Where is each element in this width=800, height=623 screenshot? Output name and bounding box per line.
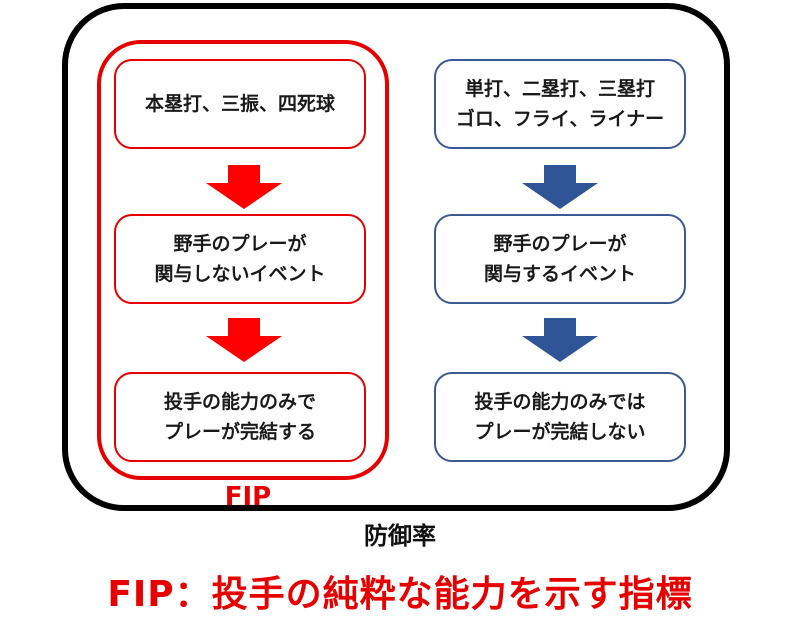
fip-step-no-fielder: 野手のプレーが 関与しないイベント	[114, 214, 366, 304]
step-text: 単打、二塁打、三塁打	[464, 78, 655, 100]
arrow-down-icon	[522, 165, 598, 209]
step-text: ゴロ、フライ、ライナー	[455, 108, 665, 130]
era-label: 防御率	[364, 522, 436, 550]
fip-step-events: 本塁打、三振、四死球	[114, 59, 366, 149]
arrow-down-icon	[522, 318, 598, 362]
arrow-down-icon	[206, 165, 282, 209]
era-step-events: 単打、二塁打、三塁打 ゴロ、フライ、ライナー	[434, 59, 686, 149]
era-step-fielder: 野手のプレーが 関与するイベント	[434, 214, 686, 304]
step-text: 投手の能力のみで	[163, 391, 316, 413]
step-text: プレーが完結しない	[474, 421, 646, 443]
step-text: 関与しないイベント	[154, 263, 326, 285]
step-text: 野手のプレーが	[173, 233, 307, 255]
step-text: 本塁打、三振、四死球	[144, 93, 335, 115]
fip-frame	[97, 40, 389, 480]
fip-step-pitcher-only: 投手の能力のみで プレーが完結する	[114, 372, 366, 462]
fip-label: FIP	[224, 482, 272, 512]
step-text: 野手のプレーが	[493, 233, 627, 255]
era-step-not-pitcher-only: 投手の能力のみでは プレーが完結しない	[434, 372, 686, 462]
step-text: 関与するイベント	[483, 263, 636, 285]
step-text: 投手の能力のみでは	[474, 391, 646, 413]
step-text: プレーが完結する	[163, 421, 316, 443]
caption: FIP：投手の純粋な能力を示す指標	[107, 574, 693, 615]
arrow-down-icon	[206, 318, 282, 362]
era-outer-frame	[62, 3, 730, 511]
